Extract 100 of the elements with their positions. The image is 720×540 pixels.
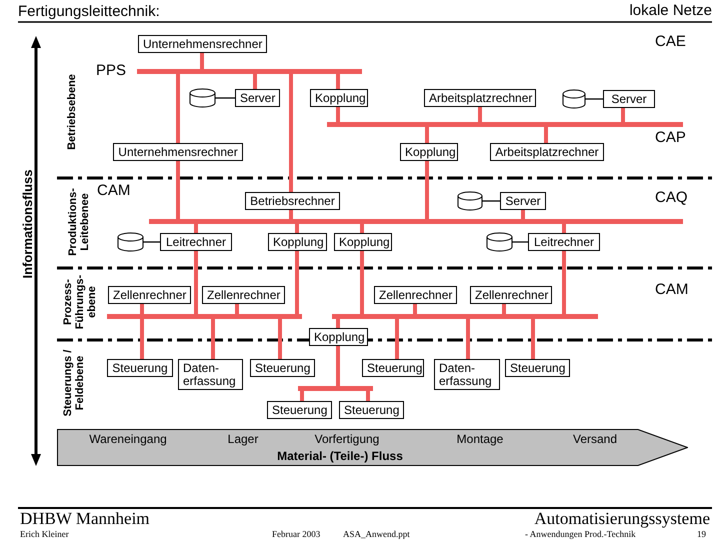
component-box: Kopplung bbox=[400, 143, 458, 161]
database-icon bbox=[458, 192, 482, 210]
network-link bbox=[360, 224, 364, 233]
network-bus bbox=[107, 314, 302, 319]
network-link bbox=[300, 391, 304, 401]
network-link bbox=[194, 251, 198, 314]
network-link bbox=[562, 251, 566, 314]
component-box: Steuerung bbox=[505, 359, 570, 377]
network-link bbox=[360, 251, 364, 314]
level-label: Produktions- Leitebenee bbox=[66, 187, 92, 258]
network-bus bbox=[137, 69, 362, 74]
network-link bbox=[200, 53, 204, 69]
footer-file: ASA_Anwend.ppt bbox=[343, 529, 410, 539]
database-icon bbox=[486, 232, 512, 252]
database-icon bbox=[190, 88, 216, 108]
flow-title: Material- (Teile-) Fluss bbox=[277, 450, 403, 463]
process-stage-label: Wareneingang bbox=[89, 433, 167, 446]
network-link bbox=[194, 224, 198, 233]
section-title: lokale Netze bbox=[629, 3, 712, 19]
network-bus bbox=[332, 314, 598, 319]
network-link bbox=[336, 346, 340, 386]
component-box: Steuerung bbox=[339, 401, 404, 419]
network-label: PPS bbox=[96, 62, 126, 79]
component-box: Zellenrechner bbox=[202, 286, 285, 304]
component-box: Steuerung bbox=[267, 401, 332, 419]
process-stage-label: Lager bbox=[228, 433, 258, 446]
component-box: Steuerung bbox=[250, 359, 315, 377]
network-link bbox=[413, 304, 417, 314]
database-icon bbox=[118, 232, 144, 252]
component-box: Server bbox=[235, 89, 280, 107]
system-label: CAM bbox=[655, 282, 688, 298]
component-box: Arbeitsplatzrechner bbox=[424, 89, 536, 107]
component-box: Unternehmensrechner bbox=[113, 143, 243, 161]
network-link bbox=[395, 319, 399, 359]
network-link bbox=[621, 108, 625, 122]
network-link bbox=[253, 74, 257, 89]
network-link bbox=[531, 319, 535, 359]
connector-line bbox=[585, 98, 603, 100]
component-box: Betriebsrechner bbox=[245, 192, 340, 210]
connector-line bbox=[143, 241, 160, 243]
network-link bbox=[211, 319, 215, 359]
system-label: CAP bbox=[655, 130, 686, 146]
network-link bbox=[235, 304, 239, 314]
network-link bbox=[425, 161, 429, 219]
network-link bbox=[176, 161, 180, 219]
component-box: Zellenrechner bbox=[374, 286, 457, 304]
network-bus bbox=[327, 122, 683, 127]
connector-line bbox=[215, 97, 235, 99]
component-box: Steuerung bbox=[362, 359, 424, 377]
network-bus bbox=[149, 219, 683, 224]
network-link bbox=[544, 127, 548, 143]
component-box: Arbeitsplatzrechner bbox=[490, 143, 604, 161]
material-flow-arrow bbox=[57, 429, 688, 466]
network-link bbox=[502, 304, 506, 314]
network-link bbox=[366, 391, 370, 401]
network-link bbox=[140, 319, 144, 359]
system-label: CAE bbox=[655, 34, 686, 50]
system-label: CAM bbox=[97, 183, 130, 199]
component-box: Kopplung bbox=[309, 328, 368, 346]
network-bus bbox=[298, 386, 373, 391]
connector-line bbox=[482, 200, 500, 202]
network-link bbox=[295, 251, 299, 314]
component-box: Server bbox=[603, 90, 655, 108]
component-box: Leitrechner bbox=[160, 233, 232, 251]
component-box: Daten- erfassung bbox=[178, 359, 243, 390]
footer-course: Automatisierungssysteme bbox=[534, 510, 710, 528]
network-link bbox=[425, 127, 429, 143]
network-link bbox=[562, 224, 566, 233]
network-link bbox=[478, 107, 482, 122]
connector-line bbox=[512, 241, 528, 243]
network-link bbox=[289, 74, 293, 192]
level-label: Prozess- Führungs- ebene bbox=[61, 274, 99, 332]
footer-institution: DHBW Mannheim bbox=[20, 510, 150, 528]
component-box: Daten- erfassung bbox=[434, 359, 500, 390]
component-box: Server bbox=[500, 192, 546, 210]
network-link bbox=[336, 107, 340, 122]
process-stage-label: Vorfertigung bbox=[314, 433, 380, 446]
footer-date: Februar 2003 bbox=[272, 529, 320, 539]
footer-author: Erich Kleiner bbox=[20, 529, 69, 539]
network-link bbox=[176, 74, 180, 143]
network-link bbox=[289, 210, 293, 219]
component-box: Kopplung bbox=[334, 233, 392, 251]
component-box: Kopplung bbox=[310, 89, 368, 107]
network-link bbox=[295, 224, 299, 233]
component-box: Steuerung bbox=[107, 359, 173, 377]
page-title: Fertigungsleittechnik: bbox=[18, 3, 160, 20]
component-box: Zellenrechner bbox=[470, 286, 552, 304]
level-label: Betriebsebene bbox=[65, 73, 79, 152]
axis-label: Informationsfluss bbox=[19, 169, 36, 279]
component-box: Zellenrechner bbox=[108, 286, 191, 304]
component-box: Unternehmensrechner bbox=[138, 35, 267, 53]
network-link bbox=[336, 74, 340, 89]
level-label: Steuerungs / Feldebene bbox=[61, 348, 87, 418]
footer-topic: - Anwendungen Prod.-Technik bbox=[525, 529, 636, 539]
network-link bbox=[466, 319, 470, 359]
component-box: Kopplung bbox=[268, 233, 327, 251]
page-number: 19 bbox=[697, 529, 706, 539]
process-stage-label: Versand bbox=[572, 433, 618, 446]
network-link bbox=[336, 319, 340, 328]
process-stage-label: Montage bbox=[456, 433, 504, 446]
